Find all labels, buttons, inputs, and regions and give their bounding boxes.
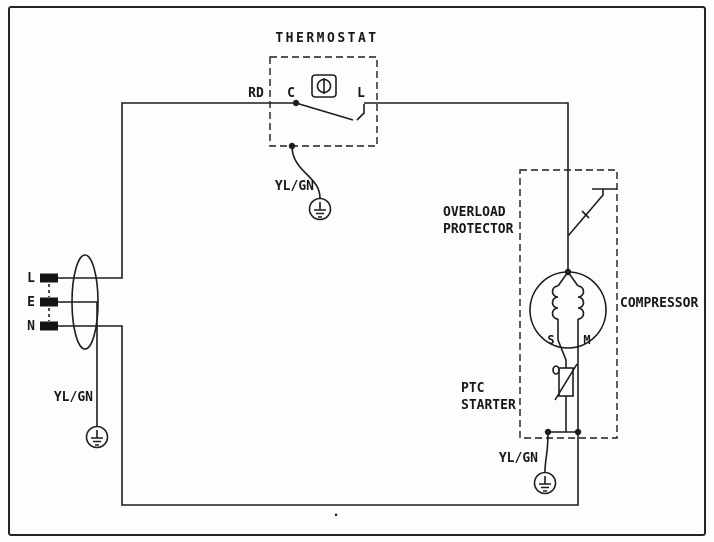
ground-symbol bbox=[85, 425, 109, 449]
ground-circle bbox=[85, 425, 109, 449]
compressor-label: COMPRESSOR bbox=[620, 296, 698, 311]
thermostat-sensor-icon bbox=[311, 74, 337, 98]
main-winding-label: M bbox=[583, 333, 590, 347]
wire-start-to-ptc bbox=[557, 319, 567, 368]
ptc-pellet bbox=[552, 365, 560, 375]
overload-protector-icon bbox=[567, 188, 617, 237]
ptc-starter-icon bbox=[552, 319, 578, 432]
ptc-label-line2: STARTER bbox=[461, 398, 516, 413]
motor-circle bbox=[529, 271, 607, 349]
overload-label-line1: OVERLOAD bbox=[443, 205, 506, 220]
switch-blade bbox=[295, 102, 354, 121]
wire-neutral-bottom-run bbox=[58, 325, 579, 506]
thermostat-dashed-box bbox=[269, 56, 378, 147]
diagram-border bbox=[8, 6, 706, 536]
wire-thermostat-to-compressor bbox=[364, 102, 569, 236]
thermostat-title: THERMOSTAT bbox=[275, 31, 378, 46]
plug-terminal-l-label: L bbox=[27, 271, 35, 286]
earth-icon bbox=[539, 476, 551, 492]
start-winding-label: S bbox=[547, 333, 554, 347]
ptc-label-line1: PTC bbox=[461, 381, 484, 396]
overload-blade bbox=[567, 188, 617, 237]
junction-dot bbox=[544, 428, 552, 436]
overload-contact-tick bbox=[581, 210, 590, 219]
earth-icon bbox=[91, 430, 103, 446]
cable-sheath-icon bbox=[71, 254, 99, 350]
plug-terminal-e-label: E bbox=[27, 295, 35, 310]
stray-period-mark: . bbox=[332, 505, 340, 520]
sensor-body bbox=[311, 74, 337, 98]
thermostat-switch-icon bbox=[292, 99, 365, 121]
wire-color-label-rd: RD bbox=[248, 86, 264, 101]
main-winding-coil bbox=[577, 285, 585, 320]
junction-dot bbox=[574, 428, 582, 436]
plug-pin-n bbox=[40, 321, 58, 331]
plug-terminal-n-label: N bbox=[27, 319, 35, 334]
compressor-ground-label: YL/GN bbox=[499, 451, 538, 466]
ground-circle bbox=[533, 471, 557, 495]
switch-contact bbox=[356, 104, 365, 121]
plug-pin-e bbox=[40, 297, 58, 307]
terminal-l-label: L bbox=[357, 86, 365, 101]
thermostat-ground-label: YL/GN bbox=[275, 179, 314, 194]
ground-symbol bbox=[533, 471, 557, 495]
overload-label-line2: PROTECTOR bbox=[443, 222, 514, 237]
plug-pin-l bbox=[40, 273, 58, 283]
ptc-diagonal bbox=[554, 363, 578, 401]
junction-dot bbox=[288, 142, 296, 150]
mains-plug-section: L E N YL/GN bbox=[27, 254, 109, 449]
terminal-c-label: C bbox=[287, 86, 295, 101]
wire-earth-left bbox=[58, 301, 98, 426]
earth-icon bbox=[314, 202, 326, 218]
plug-ground-label: YL/GN bbox=[54, 390, 93, 405]
compressor-dashed-box bbox=[519, 169, 618, 439]
start-winding-coil bbox=[551, 285, 559, 320]
motor-icon: S M bbox=[529, 236, 607, 349]
wires bbox=[58, 102, 579, 506]
wire-earth-thermostat bbox=[291, 145, 321, 199]
wire-live-to-thermostat bbox=[58, 102, 296, 279]
winding-feeds bbox=[557, 271, 579, 287]
thermostat-section: THERMOSTAT RD C L YL/GN bbox=[248, 31, 378, 221]
ground-circle bbox=[308, 197, 332, 221]
compressor-section: COMPRESSOR OVERLOAD PROTECTOR S M PTC bbox=[443, 169, 698, 495]
ground-symbol bbox=[308, 197, 332, 221]
